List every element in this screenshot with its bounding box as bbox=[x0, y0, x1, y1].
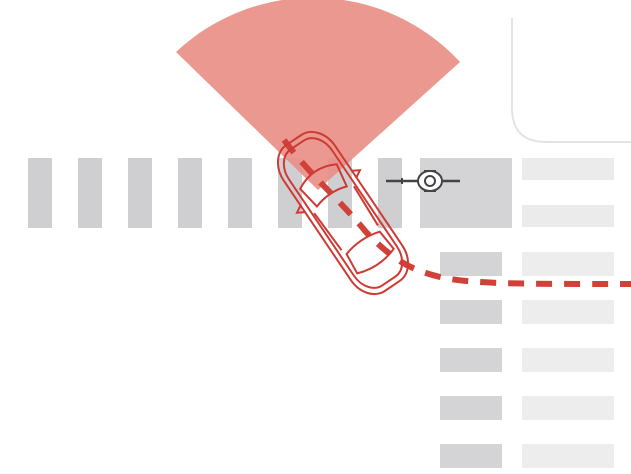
lane-block bbox=[522, 158, 614, 180]
lane-blocks-right bbox=[522, 158, 614, 227]
cyclist-icon bbox=[386, 170, 460, 192]
crosswalk-stripe bbox=[178, 158, 202, 228]
crosswalk-stripe bbox=[440, 348, 502, 372]
crosswalk-stripe bbox=[440, 300, 502, 324]
curb-corner bbox=[511, 18, 631, 143]
crosswalk-stripe bbox=[378, 158, 402, 228]
crosswalk-vertical bbox=[440, 252, 614, 468]
crosswalk-stripe bbox=[78, 158, 102, 228]
crosswalk-stripe bbox=[440, 396, 502, 420]
crosswalk-stripe bbox=[128, 158, 152, 228]
lane-block bbox=[522, 300, 614, 324]
lane-block bbox=[522, 444, 614, 468]
crosswalk-stripe bbox=[228, 158, 252, 228]
lane-block bbox=[522, 205, 614, 227]
lane-block bbox=[522, 252, 614, 276]
intersection-block bbox=[420, 158, 512, 228]
car-outline-icon bbox=[276, 130, 410, 296]
sensor-field-of-view bbox=[176, 0, 460, 190]
lane-block bbox=[522, 396, 614, 420]
crosswalk-stripe bbox=[440, 252, 502, 276]
crosswalk-stripe bbox=[440, 444, 502, 468]
planned-path bbox=[281, 138, 631, 287]
crosswalk-horizontal bbox=[28, 158, 402, 228]
crosswalk-stripe bbox=[28, 158, 52, 228]
lane-block bbox=[522, 348, 614, 372]
